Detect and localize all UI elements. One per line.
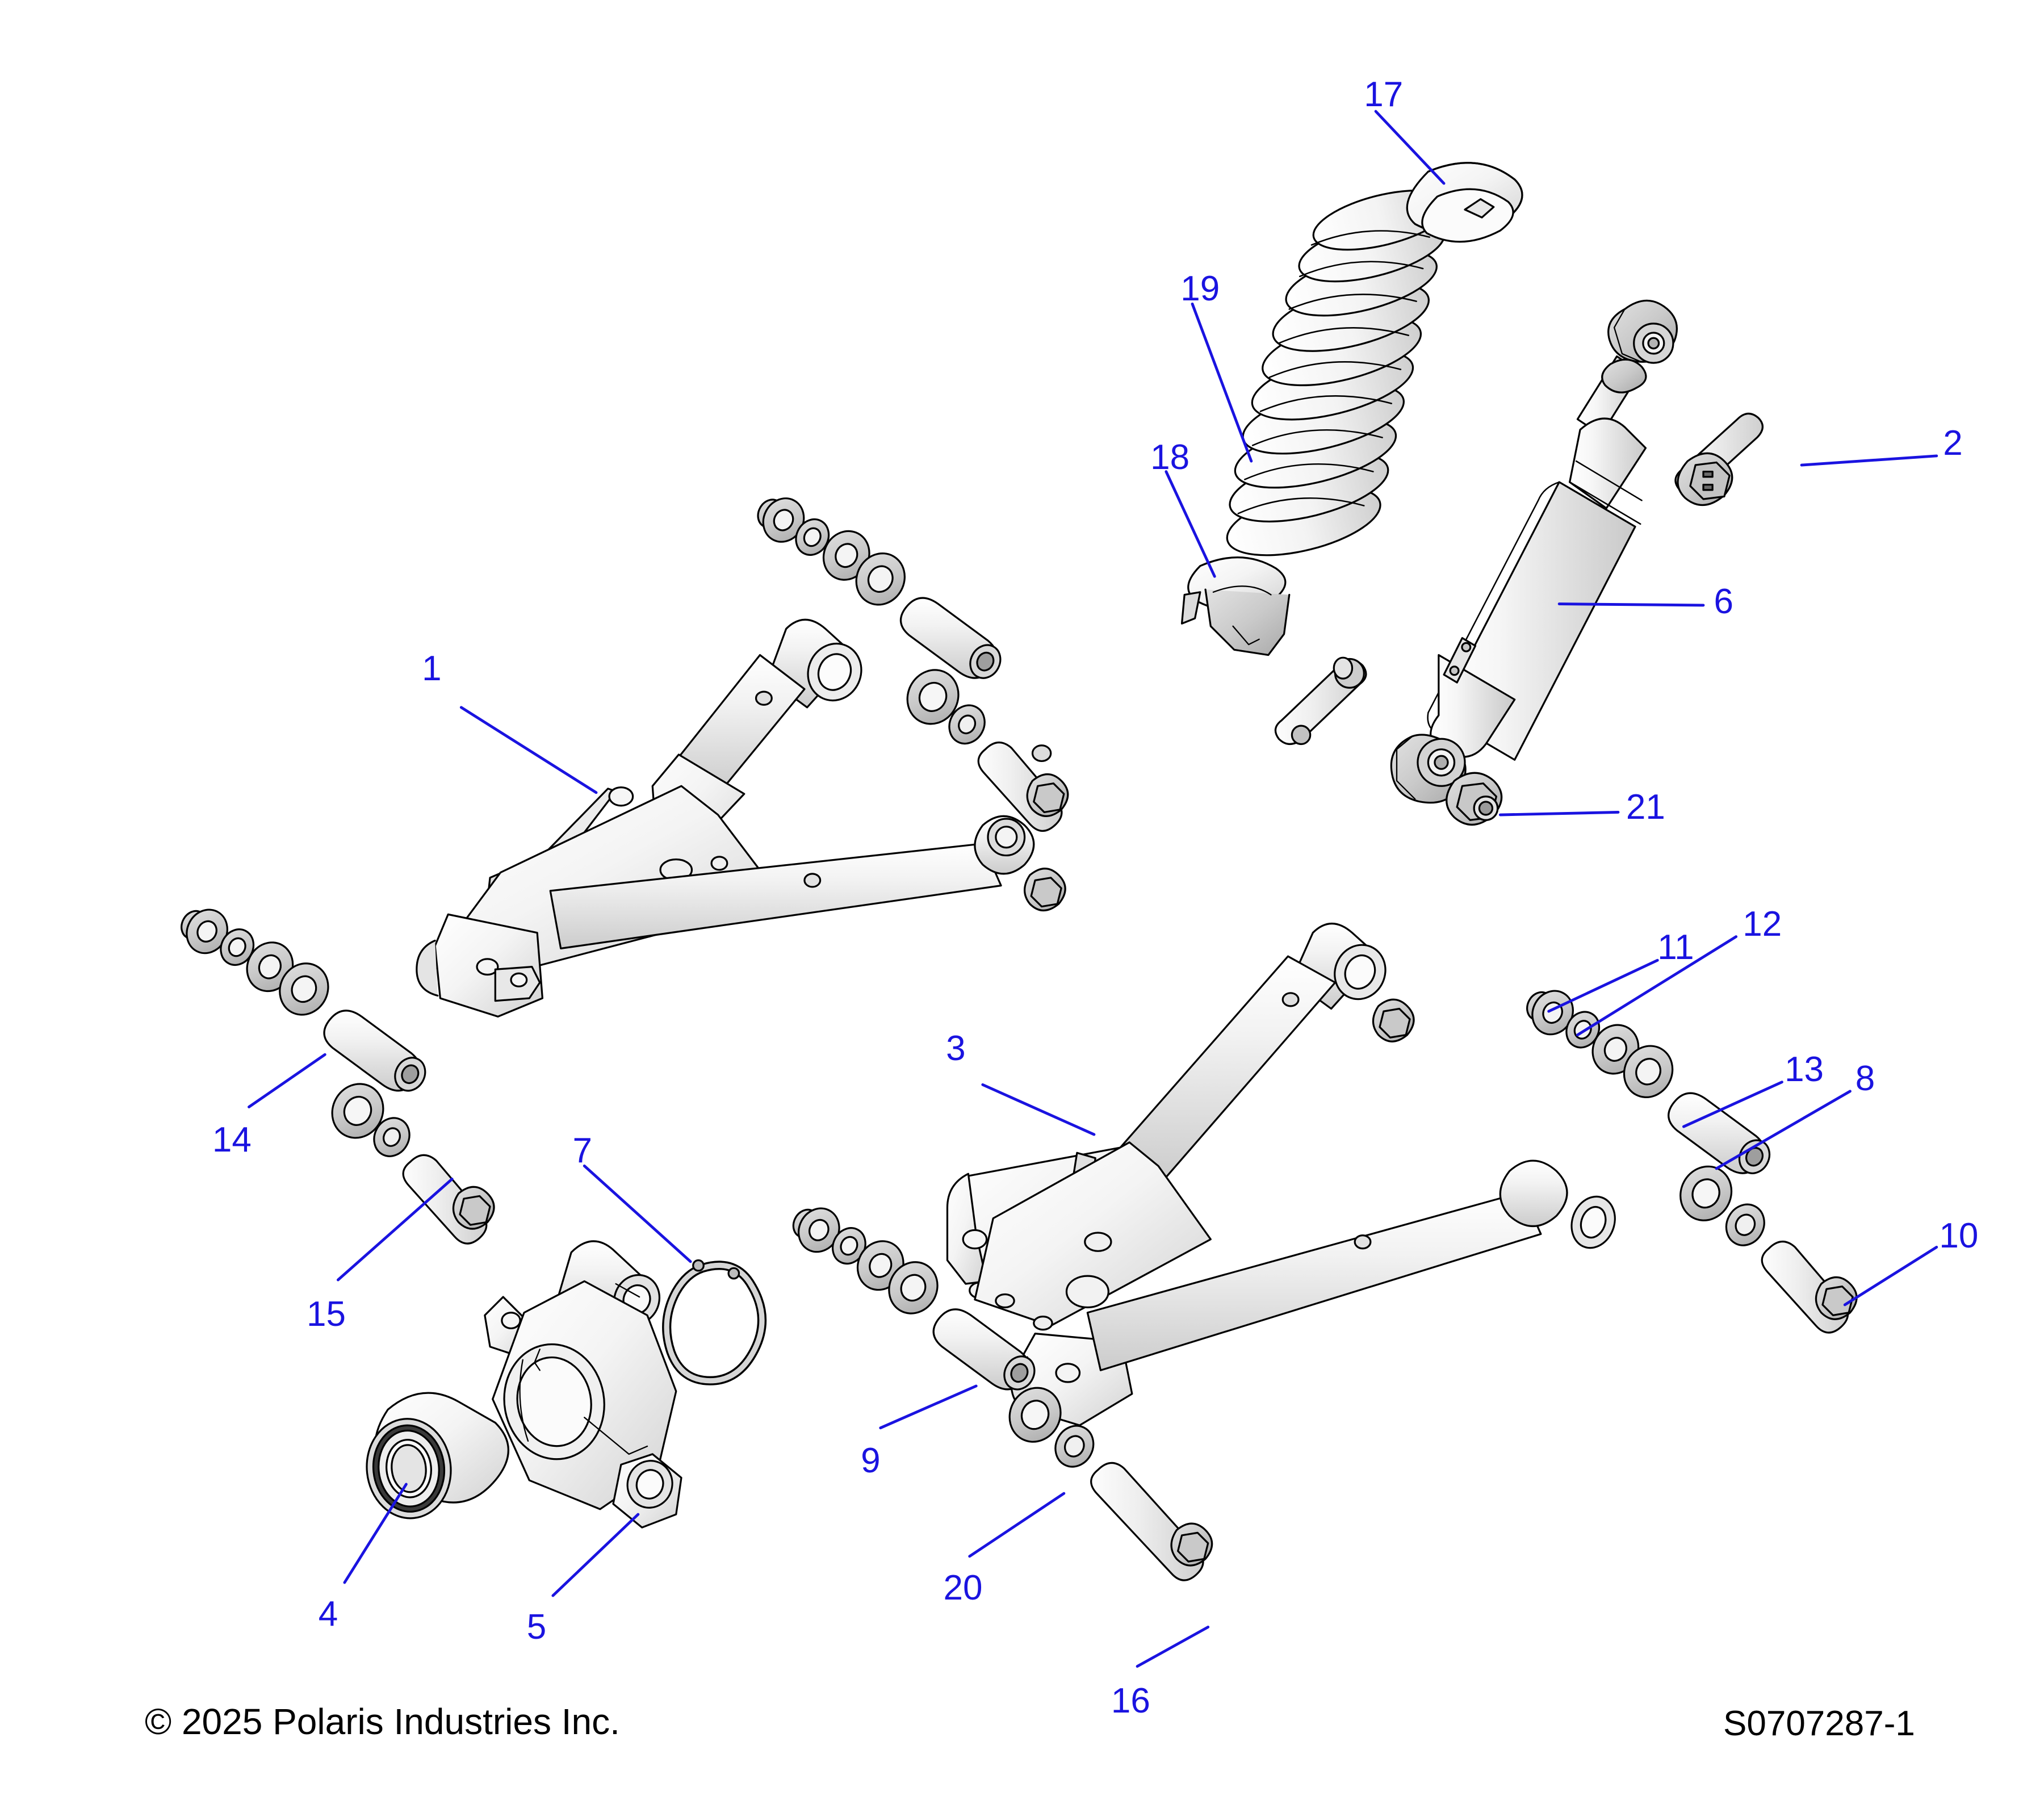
snap-ring-part: [662, 1259, 767, 1385]
leader-line-coil-spring: [1191, 302, 1253, 463]
leader-line-bushing-cap-outer: [1547, 958, 1659, 1013]
callout-wheel-bearing: 4: [318, 1594, 338, 1634]
upper-control-arm-part: [416, 618, 1066, 1018]
flange-bolt-2: [1674, 412, 1764, 506]
callout-upper-control-arm: 1: [422, 648, 442, 688]
leader-line-pivot-sleeve-left: [248, 1053, 326, 1108]
callout-spring-retainer-upper: 17: [1364, 75, 1404, 115]
coil-spring-part: [1226, 189, 1452, 556]
drawing-number: S0707287-1: [1723, 1704, 1915, 1743]
leader-line-spring-retainer-upper: [1374, 110, 1446, 185]
callout-spring-seat-lower: 18: [1150, 438, 1190, 478]
callout-pivot-bushing: 8: [1855, 1058, 1875, 1098]
callout-flat-washer: 12: [1743, 904, 1782, 944]
callout-bushing-lower: 20: [943, 1568, 983, 1608]
callout-retaining-snap-ring: 7: [572, 1131, 592, 1170]
spring-retainer-part: [1406, 162, 1523, 243]
shock-absorber-part: [1390, 299, 1678, 804]
lower-control-arm-part: [946, 922, 1616, 1426]
callout-lower-control-arm: 3: [946, 1028, 966, 1068]
callout-pivot-sleeve-lower: 9: [861, 1441, 881, 1481]
leader-line-flat-washer: [1576, 935, 1738, 1037]
leader-line-pivot-sleeve-right: [1682, 1081, 1783, 1128]
callout-pivot-sleeve-right: 13: [1785, 1049, 1824, 1089]
bottom-fastener-stack: [792, 1207, 1213, 1581]
callout-flange-bolt-left: 15: [307, 1295, 346, 1334]
callout-flange-bolt-shock-upper: 2: [1943, 423, 1963, 463]
leader-line-flange-bolt-left: [336, 1178, 454, 1282]
leader-line-shock-absorber: [1557, 602, 1705, 607]
leader-line-retaining-snap-ring: [583, 1164, 692, 1263]
leader-line-upper-control-arm: [459, 706, 598, 794]
spring-seat-part: [1180, 556, 1291, 656]
callout-pivot-sleeve-left: 14: [212, 1120, 252, 1160]
right-fastener-stack: [1526, 990, 1858, 1334]
upper-arm-bushing-stack: [757, 497, 1069, 832]
leader-line-flange-bolt-long: [1843, 1245, 1938, 1307]
left-fastener-stack: [181, 909, 495, 1245]
leader-line-pivot-sleeve-lower: [879, 1384, 978, 1430]
callout-coil-spring: 19: [1180, 269, 1220, 308]
callout-bushing-cap-outer: 11: [1657, 928, 1694, 968]
callout-flange-bolt-long: 10: [1939, 1216, 1979, 1255]
leader-line-spring-seat-lower: [1165, 470, 1216, 578]
leader-lines: [248, 110, 1938, 1668]
callout-knuckle-hub-carrier: 5: [526, 1607, 547, 1647]
shock-pin: [1274, 656, 1367, 746]
leader-line-pivot-bushing: [1715, 1090, 1852, 1170]
copyright-notice: © 2025 Polaris Industries Inc.: [145, 1701, 620, 1742]
leader-line-knuckle-hub-carrier: [551, 1513, 640, 1597]
callout-flange-nut: 21: [1626, 788, 1665, 827]
callout-flange-bolt-lower: 16: [1111, 1681, 1150, 1720]
flange-nut-21: [1446, 772, 1503, 826]
wheel-bearing-part: [366, 1392, 509, 1519]
leader-line-flange-bolt-lower: [1136, 1626, 1210, 1668]
callout-shock-absorber: 6: [1714, 581, 1733, 621]
leader-line-bushing-lower: [968, 1492, 1066, 1558]
knuckle-part: [484, 1240, 682, 1529]
leader-line-lower-control-arm: [981, 1083, 1096, 1136]
leader-line-flange-bolt-shock-upper: [1800, 454, 1938, 467]
leader-line-flange-nut: [1498, 811, 1620, 817]
leader-line-wheel-bearing: [343, 1483, 408, 1584]
